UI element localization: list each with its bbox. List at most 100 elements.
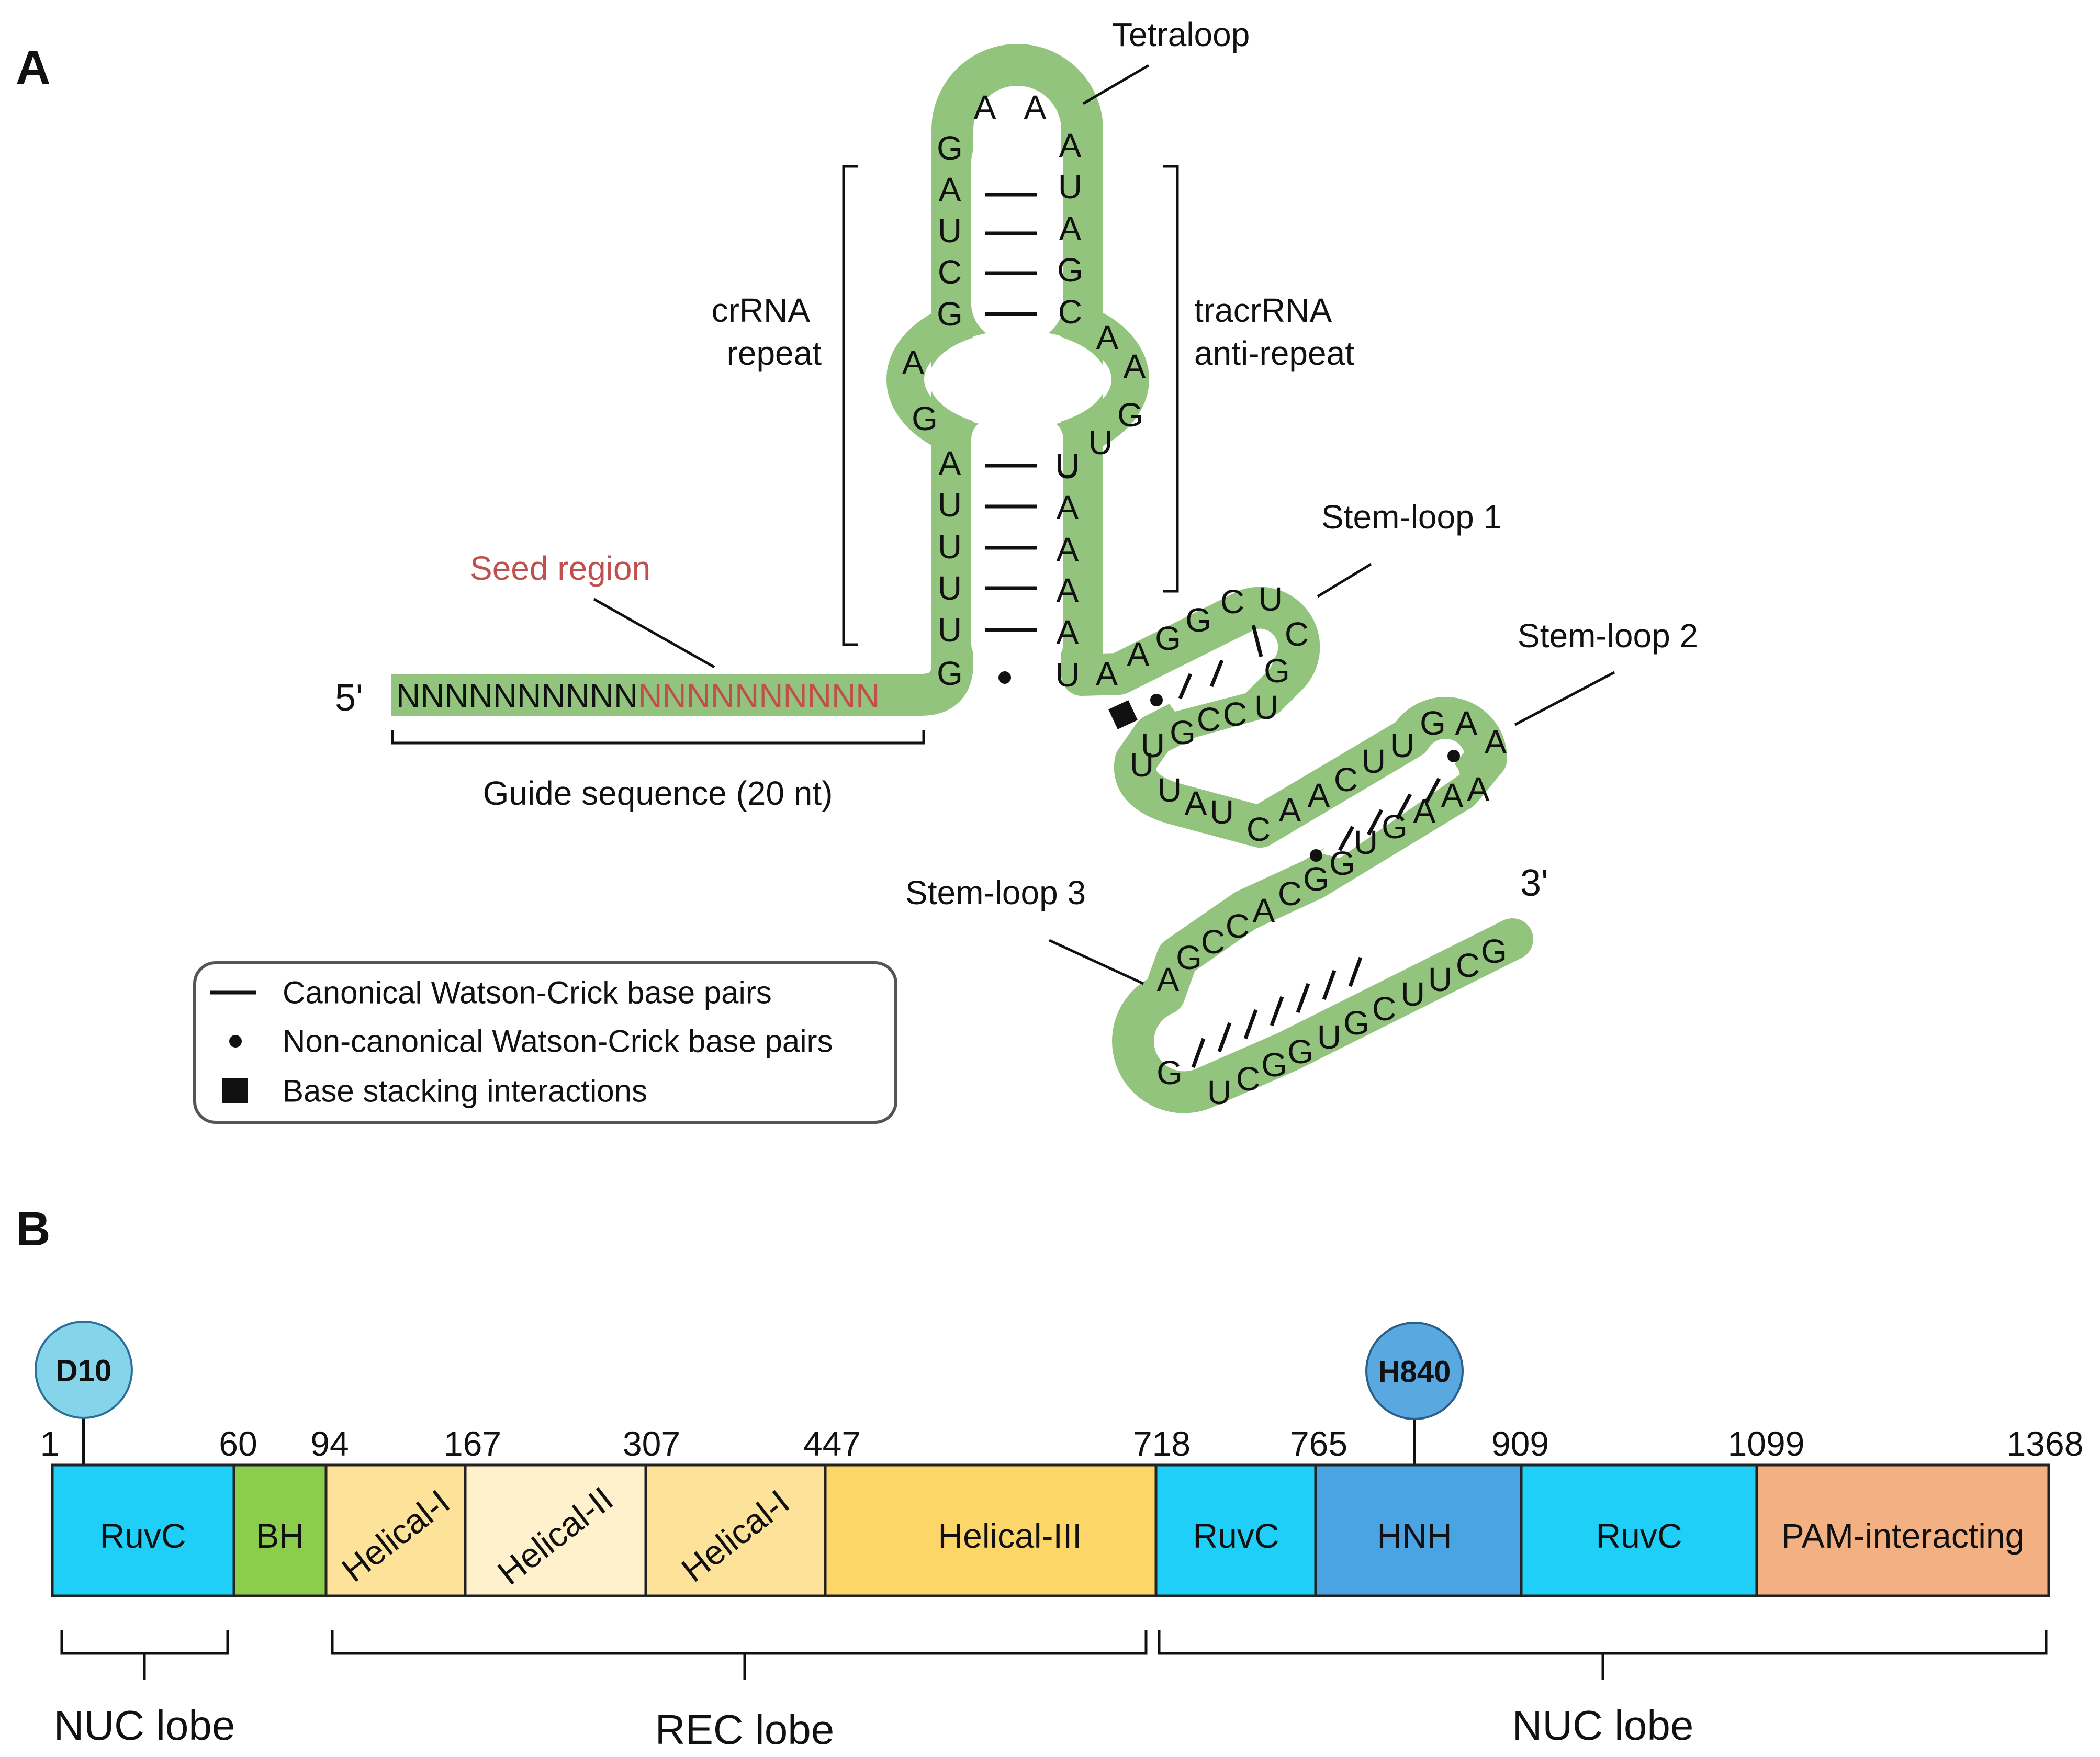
stem-loop-3-pairs bbox=[1191, 956, 1363, 1068]
noncanonical-pair bbox=[998, 671, 1011, 684]
nucleotide: A bbox=[1096, 655, 1118, 693]
nucleotide: U bbox=[1317, 1018, 1341, 1056]
nucleotide: A bbox=[974, 88, 996, 126]
nucleotide: C bbox=[1223, 695, 1247, 733]
guide-black-part: NNNNNNNNNN bbox=[396, 677, 638, 715]
crrna-label-line1: crRNA bbox=[712, 291, 811, 329]
nucleotide: U bbox=[1354, 824, 1378, 861]
nucleotide: A bbox=[1096, 319, 1119, 356]
canonical-pair bbox=[1191, 1038, 1206, 1068]
crrna-label-line2: repeat bbox=[727, 334, 822, 372]
nucleotide: C bbox=[1201, 923, 1225, 961]
domain-helical-ii bbox=[464, 1463, 647, 1597]
position-label: 765 bbox=[1290, 1424, 1347, 1463]
nucleotide: C bbox=[1456, 947, 1480, 984]
canonical-pair bbox=[1366, 809, 1384, 836]
position-label: 307 bbox=[623, 1424, 680, 1463]
nucleotide: U bbox=[1254, 689, 1278, 726]
nucleotide: C bbox=[1285, 615, 1309, 653]
nucleotide: C bbox=[1058, 293, 1082, 331]
h840-label: H840 bbox=[1378, 1355, 1451, 1389]
nucleotide: G bbox=[1481, 932, 1507, 970]
nucleotide: A bbox=[1441, 776, 1464, 814]
nucleotide: C bbox=[1197, 701, 1221, 738]
rec-lobe-label: REC lobe bbox=[655, 1706, 834, 1753]
h840-circle bbox=[1365, 1322, 1464, 1420]
nucleotide: G bbox=[1287, 1033, 1313, 1071]
nt-tracr-lower: U A A A A U bbox=[1055, 448, 1080, 694]
nucleotide: G bbox=[937, 129, 963, 167]
nt-left-bulge: A G bbox=[902, 344, 938, 437]
canonical-pair bbox=[1270, 996, 1284, 1027]
canonical-pair bbox=[1296, 983, 1310, 1013]
nucleotide: U bbox=[1210, 793, 1234, 831]
nucleotide: G bbox=[1382, 808, 1408, 846]
nucleotide: A bbox=[1455, 704, 1478, 742]
nucleotide: G bbox=[1303, 860, 1329, 898]
legend: Canonical Watson-Crick base pairs Non-ca… bbox=[193, 961, 897, 1124]
tracrrna-bracket bbox=[1163, 165, 1179, 593]
nucleotide: U bbox=[1055, 448, 1080, 486]
canonical-pair bbox=[1348, 956, 1363, 987]
nt-crrna-upper: G A U C G bbox=[937, 129, 963, 333]
nt-tetraloop: A A bbox=[974, 88, 1047, 126]
position-label: 167 bbox=[444, 1424, 501, 1463]
position-label: 94 bbox=[310, 1424, 349, 1463]
stem-loop-1-label: Stem-loop 1 bbox=[1321, 498, 1502, 536]
tracrrna-label-line2: anti-repeat bbox=[1194, 334, 1354, 372]
nucleotide: G bbox=[1155, 620, 1181, 657]
nucleotide: U bbox=[938, 486, 962, 524]
stacking-square bbox=[1108, 700, 1138, 729]
nucleotide: A bbox=[1057, 613, 1079, 651]
legend-box bbox=[193, 961, 897, 1124]
nucleotide: U bbox=[1207, 1074, 1231, 1111]
domain-helical-i-2 bbox=[644, 1463, 827, 1597]
canonical-pair bbox=[1424, 778, 1441, 804]
canonical-pair bbox=[1217, 1022, 1232, 1053]
canonical-pair bbox=[1209, 659, 1224, 688]
nucleotide: C bbox=[1220, 583, 1244, 621]
nucleotide: G bbox=[1185, 601, 1211, 639]
stem-loop-2-label: Stem-loop 2 bbox=[1518, 617, 1698, 655]
nucleotide: U bbox=[1158, 771, 1182, 809]
stem-loop-3-label: Stem-loop 3 bbox=[905, 874, 1086, 911]
nucleotide: G bbox=[1170, 714, 1196, 751]
guide-sequence-text: NNNNNNNNNNNNNNNNNNNN bbox=[396, 677, 880, 715]
domain-bh bbox=[232, 1463, 328, 1597]
nucleotide: G bbox=[937, 295, 963, 333]
stem-base-pairs bbox=[985, 193, 1037, 684]
noncanonical-pair bbox=[1310, 849, 1322, 862]
nucleotide: U bbox=[938, 569, 962, 607]
rna-loop-holes bbox=[929, 126, 1460, 1036]
nuc-lobe-bracket-2 bbox=[1158, 1630, 2048, 1680]
nucleotide: G bbox=[1156, 1054, 1183, 1091]
seed-region-label: Seed region bbox=[470, 549, 650, 587]
nucleotide: U bbox=[938, 212, 962, 250]
nucleotide: U bbox=[1428, 961, 1452, 998]
stem-loop-2-pairs bbox=[1310, 750, 1460, 862]
noncanonical-pair bbox=[1150, 694, 1163, 706]
nucleotide: C bbox=[938, 253, 962, 291]
nucleotide: U bbox=[1088, 424, 1113, 461]
nucleotide: C bbox=[1278, 875, 1302, 913]
nucleotide: A bbox=[1024, 88, 1047, 126]
nucleotide: G bbox=[1329, 844, 1355, 882]
position-numbers: 1 60 94 167 307 447 718 765 909 1099 136… bbox=[40, 1424, 2084, 1463]
legend-noncanonical-symbol bbox=[229, 1035, 242, 1048]
nucleotide: A bbox=[1127, 635, 1150, 673]
stem-loop-3-leader bbox=[1048, 939, 1144, 985]
nucleotide: C bbox=[1246, 810, 1271, 848]
nucleotide: G bbox=[912, 400, 938, 437]
position-label: 718 bbox=[1133, 1424, 1191, 1463]
nucleotide: G bbox=[1420, 704, 1446, 742]
legend-stacking-label: Base stacking interactions bbox=[283, 1074, 647, 1109]
nt-crrna-lower: A U U U U G bbox=[937, 444, 963, 692]
domain-helical-i-1 bbox=[324, 1463, 467, 1597]
nucleotide: A bbox=[1485, 723, 1507, 761]
nucleotide: A bbox=[1124, 347, 1146, 385]
nucleotide: U bbox=[1055, 447, 1080, 485]
nuc-lobe-bracket-1 bbox=[60, 1630, 229, 1680]
legend-canonical-label: Canonical Watson-Crick base pairs bbox=[283, 975, 772, 1010]
